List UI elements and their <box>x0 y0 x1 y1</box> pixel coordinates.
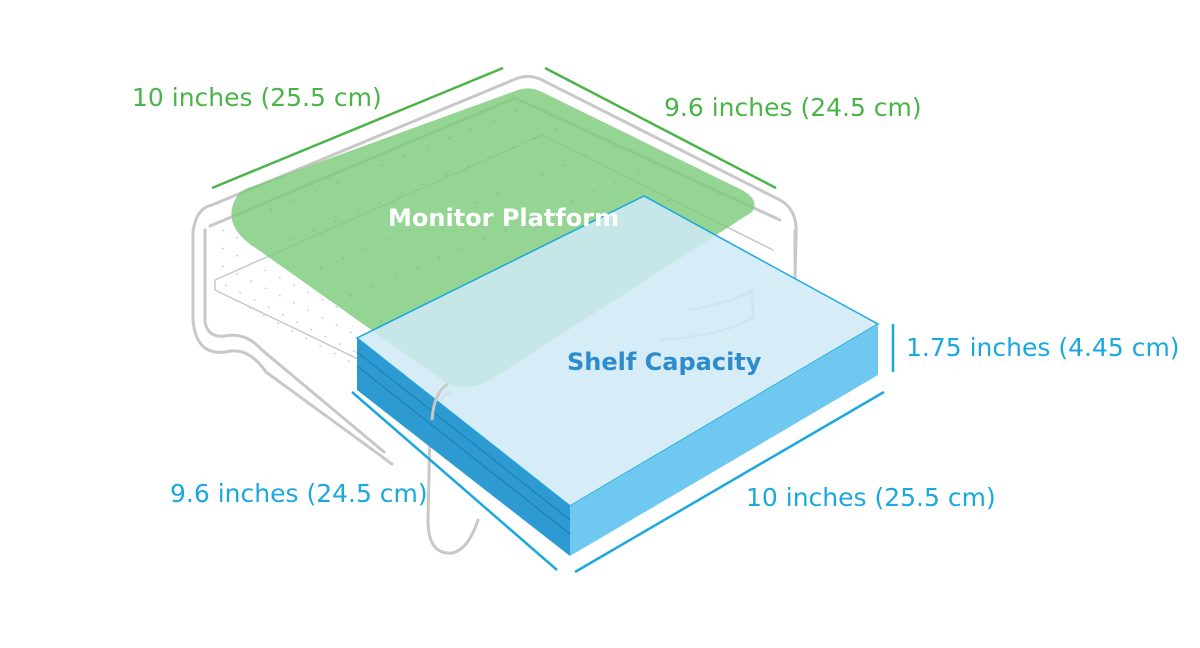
shelf-depth-line <box>351 391 558 571</box>
shelf-depth-label: 9.6 inches (24.5 cm) <box>170 479 428 508</box>
shelf-right-face <box>570 324 878 556</box>
platform-width-label: 10 inches (25.5 cm) <box>132 83 382 112</box>
platform-depth-label: 9.6 inches (24.5 cm) <box>664 93 922 122</box>
shelf-front-face <box>357 338 570 556</box>
stand-left-leg <box>203 228 386 454</box>
shelf-height-label: 1.75 inches (4.45 cm) <box>906 333 1180 362</box>
shelf-width-label: 10 inches (25.5 cm) <box>746 483 996 512</box>
shelf-front-highlight <box>356 351 571 535</box>
side-texture <box>221 229 359 363</box>
platform-texture <box>269 109 681 323</box>
stand-front-curve <box>430 382 449 421</box>
monitor-platform-area <box>231 88 755 388</box>
shelf-width-line <box>574 390 885 574</box>
monitor-platform-label: Monitor Platform <box>388 204 619 232</box>
shelf-capacity-label: Shelf Capacity <box>567 348 762 376</box>
stand-top-outline <box>191 74 798 466</box>
platform-depth-line <box>544 66 777 190</box>
platform-width-line <box>211 66 504 190</box>
shelf-capacity-block <box>355 195 880 556</box>
